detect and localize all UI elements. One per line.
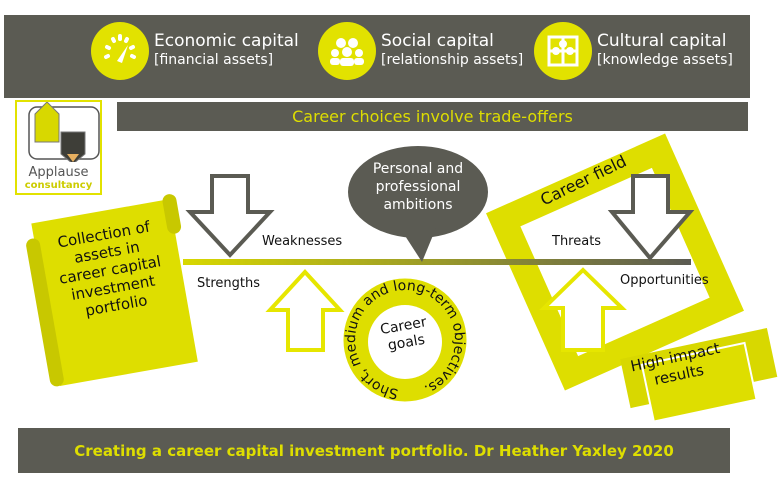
capital-subtitle: [relationship assets] — [381, 52, 524, 68]
ambitions-line: Personal and — [372, 161, 464, 177]
portfolio-scroll — [26, 194, 198, 387]
puzzle-icon — [534, 22, 592, 80]
speedometer-icon — [91, 22, 149, 80]
strengths-label: Strengths — [197, 276, 261, 291]
logo-name: Applause — [28, 165, 89, 180]
social-capital: Social capital[relationship assets] — [318, 22, 523, 80]
ambitions-line: ambitions — [383, 197, 453, 213]
trade-offs-banner: Career choices involve trade-offers — [117, 102, 748, 131]
opportunities-label: Opportunities — [620, 273, 709, 288]
swot-line — [183, 259, 691, 265]
threats-label: Threats — [552, 234, 602, 249]
capital-title: Economic capital — [154, 31, 299, 51]
capital-subtitle: [financial assets] — [154, 52, 274, 68]
economic-capital: Economic capital[financial assets] — [91, 22, 299, 80]
threat-arrow — [607, 174, 695, 262]
logo-sub: consultancy — [24, 180, 93, 191]
footer-banner: Creating a career capital investment por… — [18, 428, 730, 473]
weakness-arrow — [185, 174, 275, 258]
ambitions-line: professional — [375, 179, 461, 195]
cultural-capital: Cultural capital[knowledge assets] — [534, 22, 733, 80]
applause-logo: Applause consultancy — [15, 100, 102, 195]
career-field-frame — [486, 133, 744, 391]
weaknesses-label: Weaknesses — [262, 234, 343, 249]
people-icon — [318, 22, 376, 80]
results-banner — [620, 327, 778, 423]
capital-title: Social capital — [381, 31, 494, 51]
pencils-icon — [28, 101, 100, 165]
ambitions-bubble — [348, 146, 488, 238]
capital-subtitle: [knowledge assets] — [597, 52, 733, 68]
strength-arrow — [265, 269, 345, 352]
ambitions-text: Personal and professional ambitions — [358, 160, 478, 214]
capital-title: Cultural capital — [597, 31, 727, 51]
goals-center — [368, 305, 442, 379]
opportunity-arrow — [539, 267, 627, 352]
